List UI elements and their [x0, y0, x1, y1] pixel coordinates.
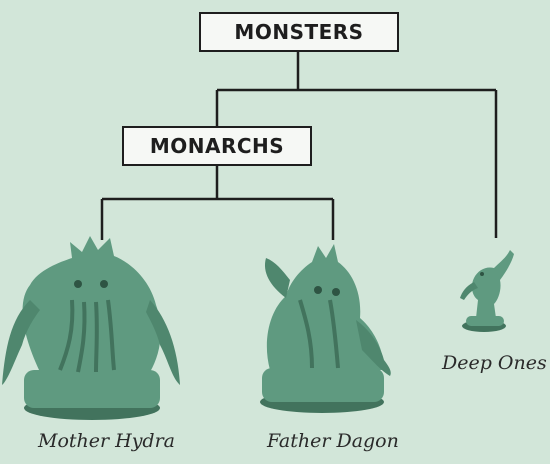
monsters-label: MONSTERS	[234, 20, 364, 44]
monarchs-node: MONARCHS	[122, 126, 312, 166]
monsters-node: MONSTERS	[199, 12, 399, 52]
monarchs-label: MONARCHS	[149, 134, 285, 158]
deep-ones-caption: Deep Ones	[442, 352, 547, 374]
deep-ones-figure	[460, 250, 514, 332]
father-dagon-caption: Father Dagon	[267, 430, 399, 452]
father-dagon-figure	[260, 244, 391, 413]
mother-hydra-caption: Mother Hydra	[38, 430, 176, 452]
mother-hydra-figure	[2, 236, 180, 420]
